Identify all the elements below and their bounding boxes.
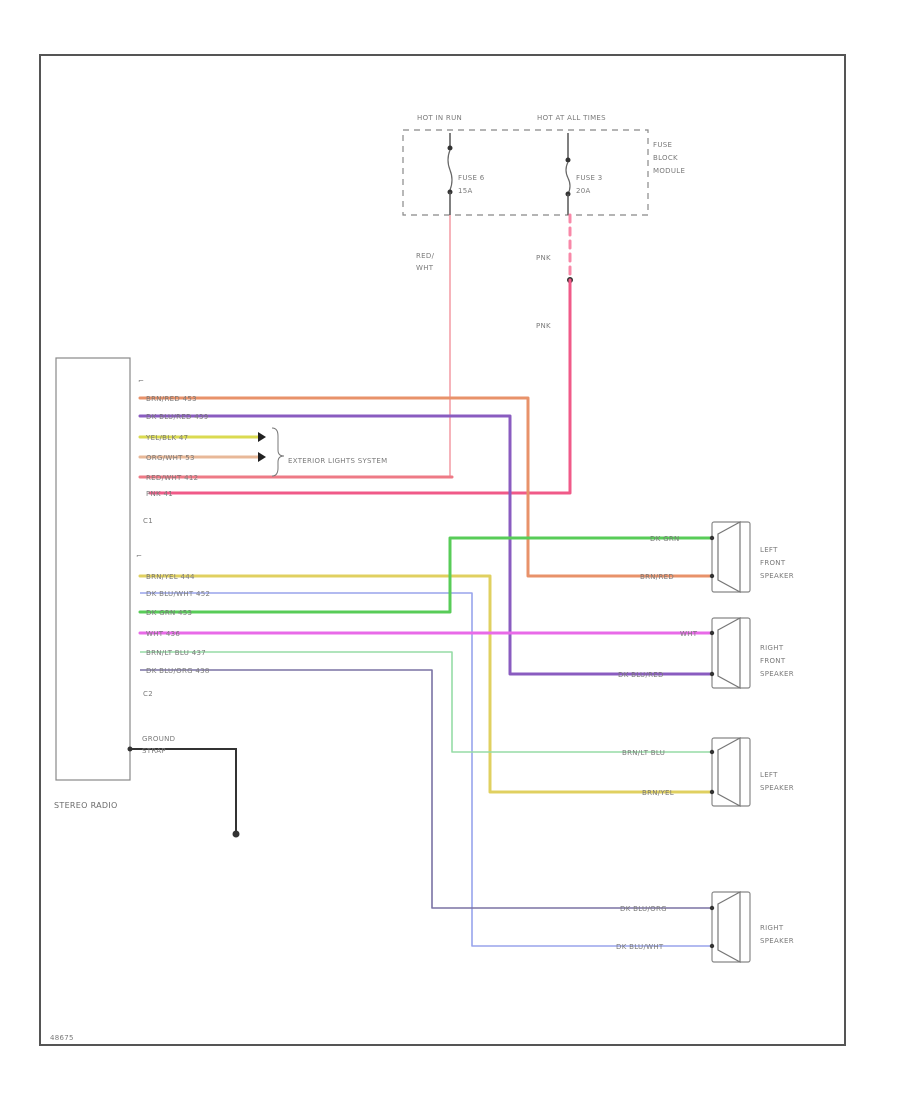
c1-pin-4: ORG/WHT 53 xyxy=(146,454,195,462)
lf-wire-top-label: DK GRN xyxy=(650,535,680,543)
ground-point xyxy=(232,830,240,838)
exterior-lights-label: EXTERIOR LIGHTS SYSTEM xyxy=(288,457,387,465)
c1-pin-1: BRN/RED 453 xyxy=(146,395,197,403)
c1-pin-6: PNK 41 xyxy=(146,490,173,498)
fuse-block-outline xyxy=(402,129,649,216)
red-wht-feed-label-1: RED/ xyxy=(416,252,435,260)
speaker-left-front xyxy=(709,520,751,594)
c2-pin-6: DK BLU/ORG 438 xyxy=(146,667,210,675)
pnk-bottom-label: PNK xyxy=(536,322,551,330)
r-speaker-name: RIGHT SPEAKER xyxy=(760,924,794,945)
lf-speaker-name: LEFT FRONT SPEAKER xyxy=(760,546,794,580)
c2-pin-3: DK GRN 453 xyxy=(146,609,192,617)
c2-pin-4: WHT 436 xyxy=(146,630,180,638)
ground-label-2: STRAP xyxy=(142,747,166,755)
lf-wire-bottom-label: BRN/RED xyxy=(640,573,674,581)
c1-pin-3: YEL/BLK 47 xyxy=(145,434,188,442)
c2-label: C2 xyxy=(143,690,153,698)
figure-id: 48675 xyxy=(50,1034,74,1042)
ground-label-1: GROUND xyxy=(142,735,175,743)
ground-wire xyxy=(130,748,237,832)
rf-wire-bottom-label: DK BLU/RED xyxy=(618,671,664,679)
hot-in-run-label-1: HOT IN RUN xyxy=(417,114,462,122)
wire-dk-blu-red xyxy=(138,414,714,676)
l-wire-top-label: BRN/LT BLU xyxy=(622,749,665,757)
fuse-6-name: FUSE 6 xyxy=(458,174,485,182)
svg-text:LEFT: LEFT xyxy=(760,546,778,554)
exterior-lights-arrows xyxy=(258,427,285,477)
c1-pin-2: DK BLU/RED 439 xyxy=(146,413,209,421)
svg-text:SPEAKER: SPEAKER xyxy=(760,937,794,945)
wire-dk-blu-wht xyxy=(140,592,712,947)
c2-bracket: ⌐ xyxy=(136,552,142,560)
rf-speaker-name: RIGHT FRONT SPEAKER xyxy=(760,644,794,678)
fuse-6-rating: 15A xyxy=(458,187,473,195)
speaker-right-front xyxy=(709,616,751,690)
svg-text:FUSE: FUSE xyxy=(653,141,672,149)
l-speaker-name: LEFT SPEAKER xyxy=(760,771,794,792)
svg-text:SPEAKER: SPEAKER xyxy=(760,572,794,580)
speaker-left xyxy=(709,736,751,808)
rf-wire-top-label: WHT xyxy=(680,630,698,638)
fuse-3-symbol xyxy=(565,133,571,215)
svg-text:RIGHT: RIGHT xyxy=(760,644,784,652)
c1-label: C1 xyxy=(143,517,153,525)
wire-brn-yel xyxy=(138,574,714,794)
r-wire-bottom-label: DK BLU/WHT xyxy=(616,943,664,951)
r-wire-top-label: DK BLU/ORG xyxy=(620,905,667,913)
wire-brn-lt-blu xyxy=(140,651,712,753)
fuse-3-name: FUSE 3 xyxy=(576,174,603,182)
c2-pin-2: DK BLU/WHT 452 xyxy=(146,590,210,598)
pnk-top-label: PNK xyxy=(536,254,551,262)
c2-pin-labels: BRN/YEL 444 DK BLU/WHT 452 DK GRN 453 WH… xyxy=(146,573,210,675)
fuse-3-rating: 20A xyxy=(576,187,591,195)
c1-pin-5: RED/WHT 412 xyxy=(146,474,198,482)
hot-at-all-times-label: HOT AT ALL TIMES xyxy=(537,114,606,122)
diagram-frame xyxy=(39,54,846,1046)
c1-bracket: ⌐ xyxy=(138,377,144,385)
svg-text:MODULE: MODULE xyxy=(653,167,685,175)
c2-pin-5: BRN/LT BLU 437 xyxy=(146,649,206,657)
wire-dk-grn xyxy=(138,536,714,614)
c2-pin-1: BRN/YEL 444 xyxy=(146,573,195,581)
stereo-radio-label: STEREO RADIO xyxy=(54,801,118,810)
wire-brn-red xyxy=(138,396,714,578)
red-wht-feed-label-2: WHT xyxy=(416,264,434,272)
stereo-radio-box xyxy=(55,357,131,781)
svg-text:SPEAKER: SPEAKER xyxy=(760,670,794,678)
pnk-feed-wire xyxy=(148,278,572,495)
c1-pin-labels: BRN/RED 453 DK BLU/RED 439 YEL/BLK 47 OR… xyxy=(145,395,209,498)
fuse-6-symbol xyxy=(447,133,453,215)
svg-text:FRONT: FRONT xyxy=(760,559,786,567)
l-wire-bottom-label: BRN/YEL xyxy=(642,789,674,797)
svg-text:BLOCK: BLOCK xyxy=(653,154,678,162)
wire-dk-blu-org xyxy=(140,669,712,909)
fuse-block-name: FUSE BLOCK MODULE xyxy=(653,141,685,175)
svg-text:SPEAKER: SPEAKER xyxy=(760,784,794,792)
svg-text:RIGHT: RIGHT xyxy=(760,924,784,932)
svg-text:FRONT: FRONT xyxy=(760,657,786,665)
speaker-right xyxy=(709,890,751,964)
svg-text:LEFT: LEFT xyxy=(760,771,778,779)
